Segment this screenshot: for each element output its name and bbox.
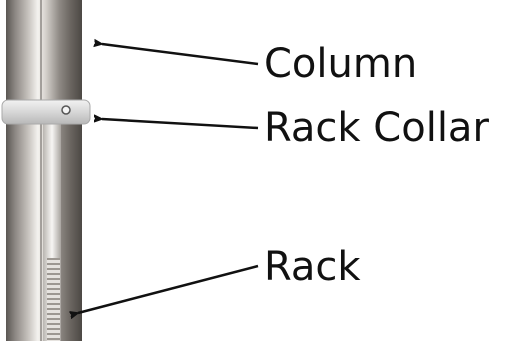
column-arrow (102, 44, 259, 66)
rack-label: Rack (264, 244, 361, 290)
rack-teeth (47, 258, 60, 341)
collar-screw (61, 105, 71, 115)
column-edge-line (40, 0, 42, 341)
rack-collar-shape (1, 99, 91, 125)
rack-collar-label: Rack Collar (264, 105, 489, 151)
column-label: Column (264, 41, 418, 87)
rack-arrow (78, 264, 259, 313)
rack-collar-arrow (102, 119, 259, 130)
